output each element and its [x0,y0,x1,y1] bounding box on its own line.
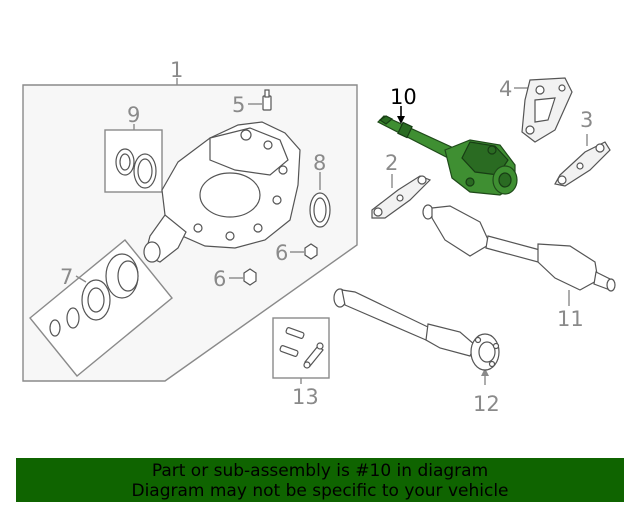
parts-diagram: 1 9 7 5 8 [22,58,616,416]
part-4-bracket[interactable] [521,77,573,143]
callout-2[interactable]: 2 [385,151,398,175]
callout-3[interactable]: 3 [580,108,593,132]
callout-4[interactable]: 4 [499,77,512,101]
part-3-bracket[interactable] [554,141,611,187]
differential-housing[interactable] [143,121,301,263]
part-7-bearing-set[interactable] [49,253,139,337]
callout-8[interactable]: 8 [313,151,326,175]
part-6-plug-upper[interactable] [304,243,318,260]
callout-9[interactable]: 9 [127,103,140,127]
part-13-hardware[interactable] [279,327,324,369]
part-12-drive-shaft[interactable] [333,288,500,371]
part-2-bracket[interactable] [371,175,432,219]
part-9-seals[interactable] [115,148,157,189]
callout-1[interactable]: 1 [170,58,183,82]
banner-line-1: Part or sub-assembly is #10 in diagram [151,461,489,481]
part-11-half-shaft[interactable] [422,204,616,292]
callout-5[interactable]: 5 [232,93,245,117]
callout-6-lower[interactable]: 6 [213,267,226,291]
part-5-breather[interactable] [262,89,272,111]
info-banner: Part or sub-assembly is #10 in diagram D… [16,458,624,502]
callout-13[interactable]: 13 [292,385,319,409]
banner-line-2: Diagram may not be specific to your vehi… [131,481,509,501]
callout-10[interactable]: 10 [390,85,417,109]
callout-7[interactable]: 7 [60,265,73,289]
callout-11[interactable]: 11 [557,307,584,331]
callout-12[interactable]: 12 [473,392,500,416]
part-10-intermediate-shaft[interactable] [376,115,518,196]
callout-6-upper[interactable]: 6 [275,241,288,265]
part-8-seal[interactable] [309,192,331,228]
part-6-plug-lower[interactable] [243,268,257,286]
